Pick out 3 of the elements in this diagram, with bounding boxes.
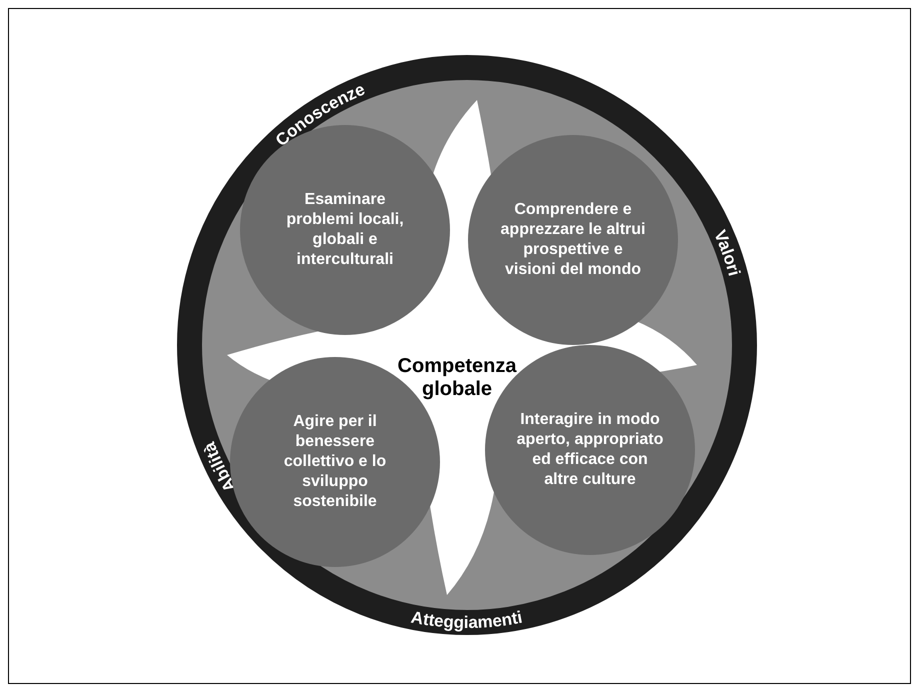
center-title: Competenza globale bbox=[367, 355, 547, 405]
petal: Comprendere e apprezzare le altrui prospettive e visioni del mondo bbox=[468, 135, 678, 345]
ring-label: Atteggiamenti bbox=[410, 608, 524, 632]
